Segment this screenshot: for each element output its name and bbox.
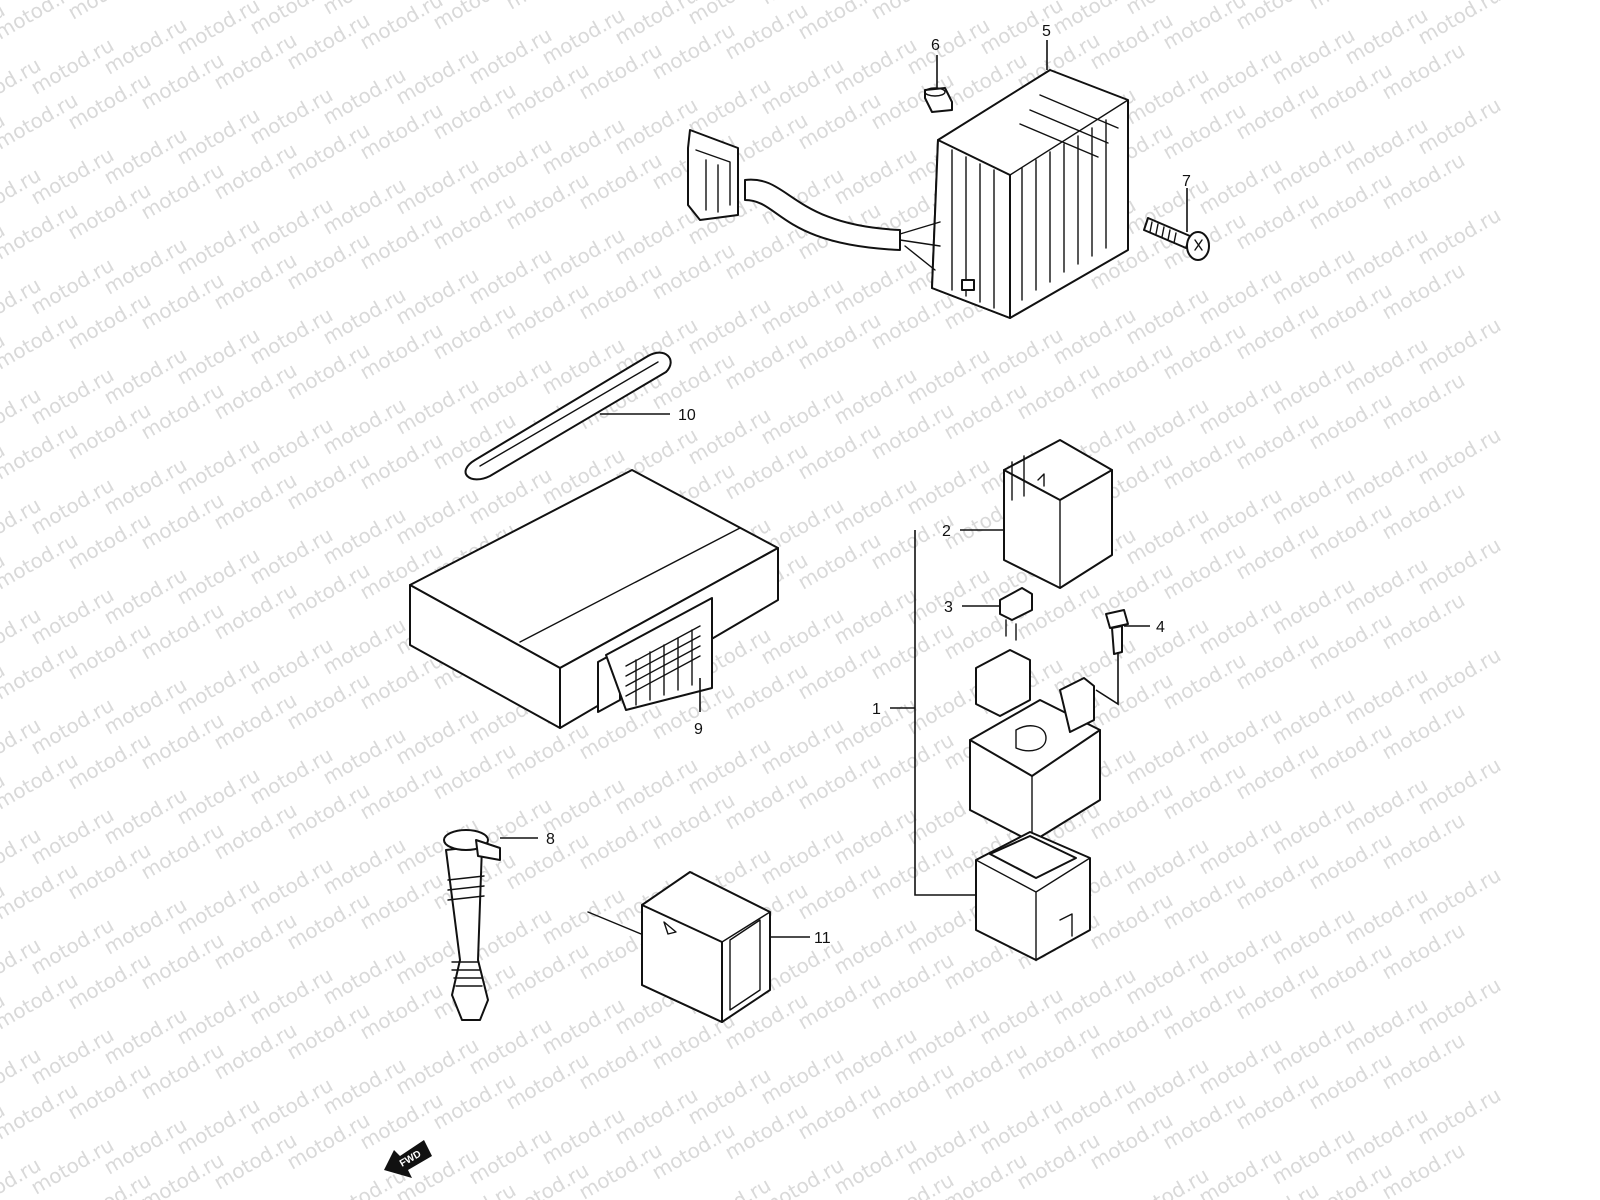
watermark-text: motod.ru: [356, 0, 447, 54]
starter-relay[interactable]: [969, 649, 1101, 843]
callout-8: 8: [546, 831, 555, 848]
fwd-arrow-icon: [384, 1140, 432, 1178]
regulator-rectifier[interactable]: [931, 69, 1129, 319]
callouts: 1 2 3 4 5 6 7 8 9 10 11: [546, 23, 1191, 947]
callout-4: 4: [1156, 619, 1165, 636]
callout-5: 5: [1042, 23, 1051, 40]
small-bolt[interactable]: [1105, 609, 1129, 655]
callout-6: 6: [931, 37, 940, 54]
ecm-unit[interactable]: [409, 469, 779, 729]
watermark-text: motod.ru: [940, 0, 1031, 4]
relay-cover[interactable]: [1003, 439, 1113, 589]
ignition-coil[interactable]: [443, 829, 501, 1021]
watermark-text: motod.ru: [429, 0, 520, 34]
watermark-text: motod.ru: [867, 0, 958, 24]
watermark-text: motod.ru: [137, 0, 228, 4]
bolt[interactable]: [1143, 217, 1210, 261]
sensor[interactable]: [587, 871, 771, 1023]
callout-10: 10: [678, 407, 696, 424]
callout-7: 7: [1182, 173, 1191, 190]
cushion[interactable]: [464, 351, 672, 481]
leader-lines: [500, 40, 1188, 938]
watermark-text: motod.ru: [1305, 0, 1396, 14]
callout-11: 11: [814, 930, 831, 947]
watermark-text: motod.ru: [1232, 0, 1323, 34]
callout-2: 2: [942, 523, 951, 540]
callout-3: 3: [944, 599, 953, 616]
spacer[interactable]: [924, 87, 953, 113]
relay-boot[interactable]: [975, 831, 1091, 961]
watermark-text: motod.ru: [1159, 0, 1250, 54]
fuse[interactable]: [999, 587, 1033, 641]
regulator-connector[interactable]: [687, 129, 941, 271]
watermark-text: motod.ru: [64, 0, 155, 24]
callout-9: 9: [694, 721, 703, 738]
watermark-text: motod.ru: [502, 0, 593, 14]
callout-1: 1: [872, 701, 881, 718]
